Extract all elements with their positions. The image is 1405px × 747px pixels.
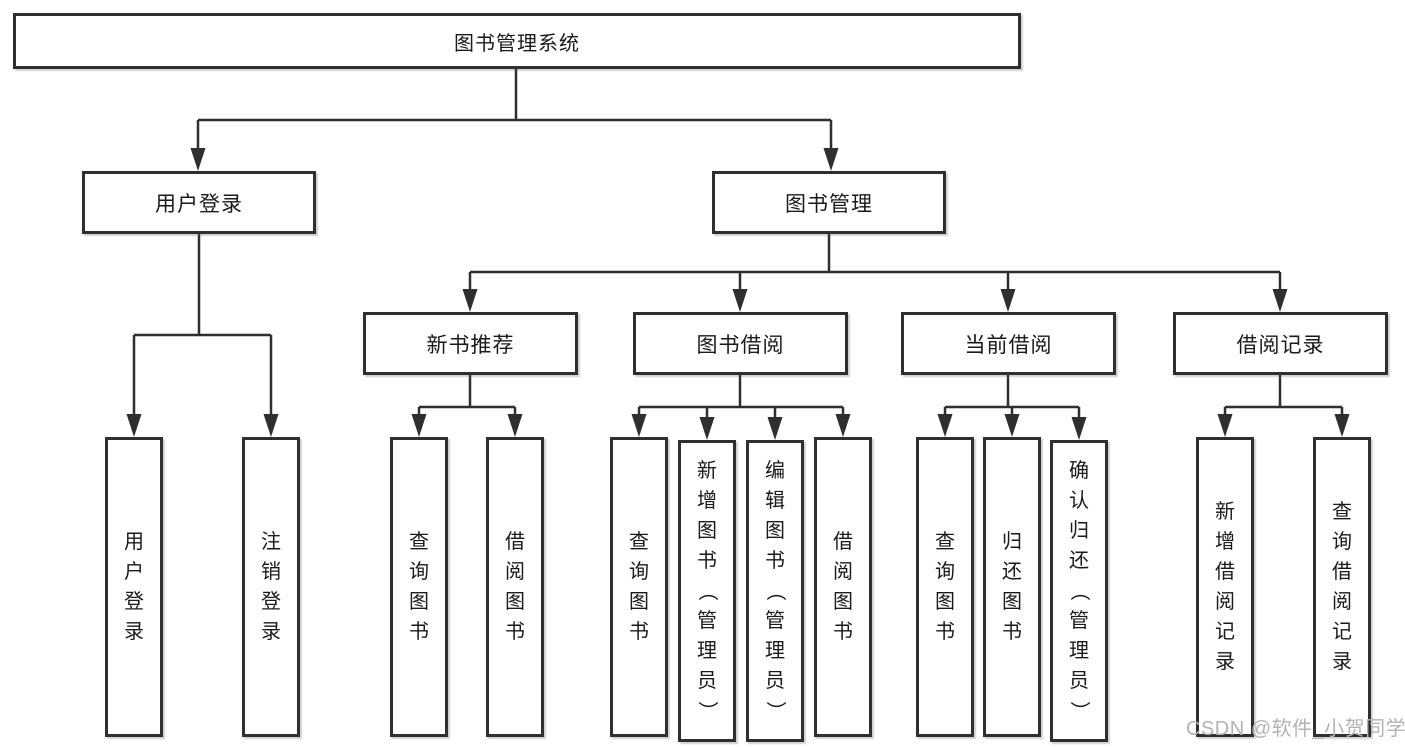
leaf-logout: 注销登录 — [242, 437, 300, 737]
node-book-borrowing: 图书借阅 — [633, 312, 848, 375]
leaf-add-book-admin: 新增图书（管理员） — [678, 440, 736, 742]
node-new-book-recommendation: 新书推荐 — [363, 312, 578, 375]
leaf-return-book: 归还图书 — [983, 437, 1041, 737]
leaf-query-borrow-record: 查询借阅记录 — [1313, 437, 1371, 737]
leaf-confirm-return-admin: 确认归还（管理员） — [1050, 440, 1108, 742]
node-library-system: 图书管理系统 — [13, 13, 1021, 69]
node-user-login: 用户登录 — [82, 171, 316, 234]
node-book-management: 图书管理 — [712, 171, 946, 234]
node-borrowing-records: 借阅记录 — [1173, 312, 1388, 375]
leaf-query-books-recommend: 查询图书 — [390, 437, 448, 737]
leaf-add-borrow-record: 新增借阅记录 — [1196, 437, 1254, 737]
leaf-edit-book-admin: 编辑图书（管理员） — [746, 440, 804, 742]
leaf-query-books-borrowing: 查询图书 — [610, 437, 668, 737]
leaf-borrow-books-borrowing: 借阅图书 — [814, 437, 872, 737]
node-current-borrowing: 当前借阅 — [901, 312, 1116, 375]
leaf-query-books-current: 查询图书 — [916, 437, 974, 737]
leaf-user-login: 用户登录 — [105, 437, 163, 737]
leaf-borrow-books-recommend: 借阅图书 — [486, 437, 544, 737]
watermark: CSDN @软件_小贺同学 — [1186, 718, 1405, 740]
